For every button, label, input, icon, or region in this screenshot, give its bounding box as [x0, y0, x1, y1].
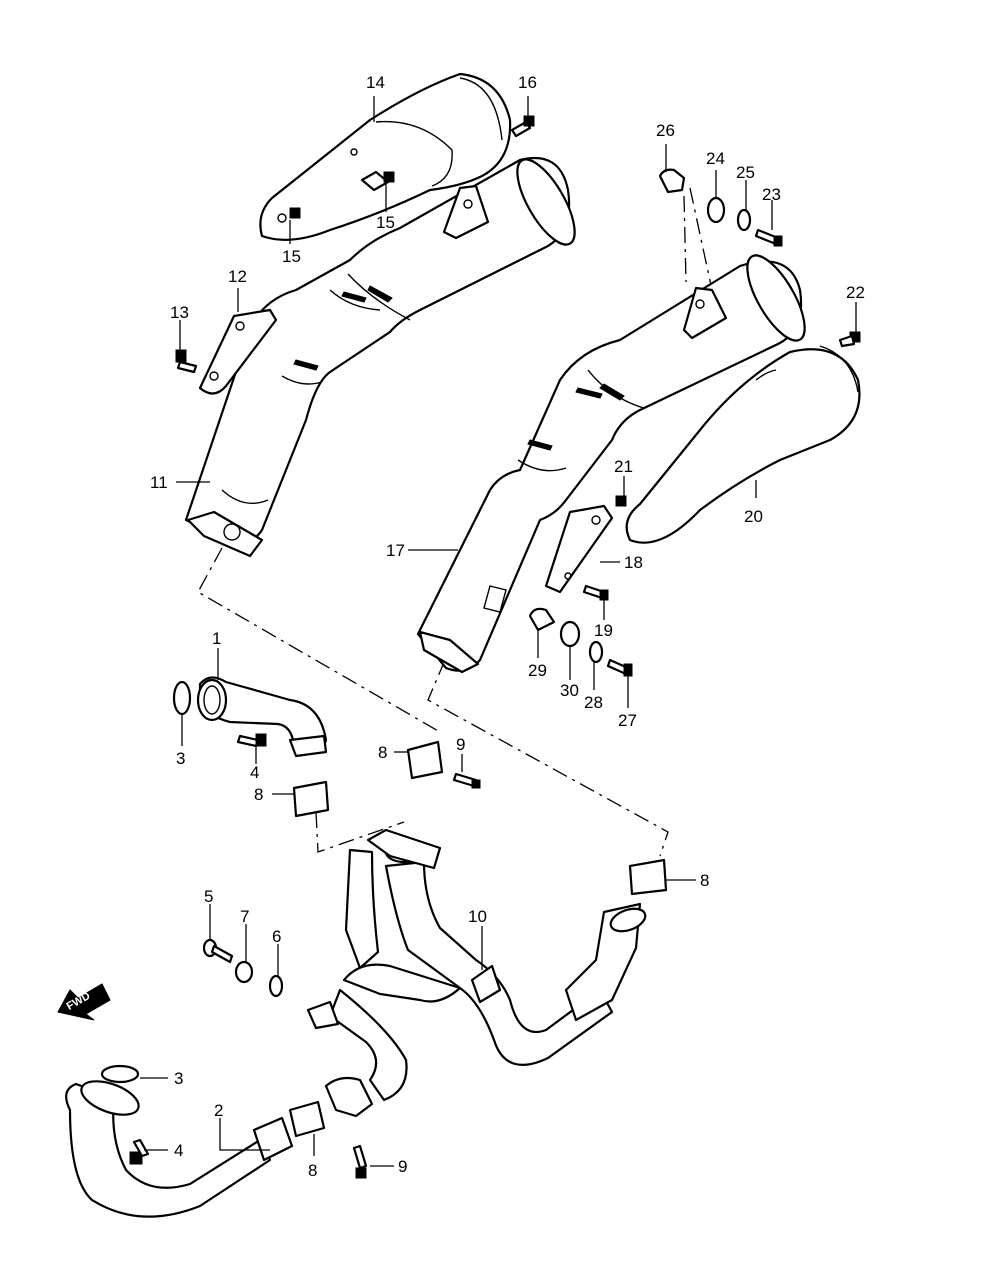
callout-19: 19: [594, 621, 613, 640]
callout-20: 20: [744, 507, 763, 526]
callout-15b: 15: [282, 247, 301, 266]
callout-11: 11: [150, 473, 168, 492]
callout-26: 26: [656, 121, 675, 140]
callout-8a: 8: [378, 743, 387, 762]
callout-12: 12: [228, 267, 247, 286]
callout-24: 24: [706, 149, 725, 168]
callout-14: 14: [366, 73, 385, 92]
callout-29: 29: [528, 661, 547, 680]
forward-arrow-icon: FWD: [57, 983, 111, 1021]
callout-8c: 8: [700, 871, 709, 890]
callout-27: 27: [618, 711, 637, 730]
callout-4a: 4: [250, 763, 259, 782]
callout-4b: 4: [174, 1141, 183, 1160]
leader-lines: [140, 96, 857, 1167]
callout-30: 30: [560, 681, 579, 700]
callout-9b: 9: [398, 1157, 407, 1176]
muffler-left: [184, 156, 576, 558]
callout-15a: 15: [376, 213, 395, 232]
clamps: [306, 828, 442, 1118]
callout-3b: 3: [174, 1069, 183, 1088]
bracket-18: [544, 504, 614, 594]
gasket-3-lower: [100, 1064, 140, 1084]
callout-28: 28: [584, 693, 603, 712]
callout-numbers: 14 16 15 15 12 13 11 26 24 25 23 22 21 2…: [150, 73, 865, 1180]
callout-10: 10: [468, 907, 487, 926]
callout-16: 16: [518, 73, 537, 92]
bracket-12: [198, 308, 278, 395]
callout-23: 23: [762, 185, 781, 204]
assembly-lines: [197, 187, 713, 857]
callout-7: 7: [240, 907, 249, 926]
callout-17: 17: [386, 541, 405, 560]
callout-22: 22: [846, 283, 865, 302]
gasket-3-upper: [172, 680, 192, 716]
muffler-right: [416, 254, 806, 674]
callout-25: 25: [736, 163, 755, 182]
sleeves-8: [288, 740, 668, 1138]
callout-3a: 3: [176, 749, 185, 768]
callout-13: 13: [170, 303, 189, 322]
callout-9a: 9: [456, 735, 465, 754]
callout-5: 5: [204, 887, 213, 906]
callout-1: 1: [212, 629, 221, 648]
joint-pipe-10: [328, 840, 647, 1102]
callout-2: 2: [214, 1101, 223, 1120]
callout-18: 18: [624, 553, 643, 572]
callout-6: 6: [272, 927, 281, 946]
callout-8d: 8: [308, 1161, 317, 1180]
callout-21: 21: [614, 457, 633, 476]
exhaust-pipe-1: [196, 676, 328, 758]
heat-shield-upper: [259, 72, 512, 241]
callout-8b: 8: [254, 785, 263, 804]
heat-shield-right: [625, 345, 861, 544]
